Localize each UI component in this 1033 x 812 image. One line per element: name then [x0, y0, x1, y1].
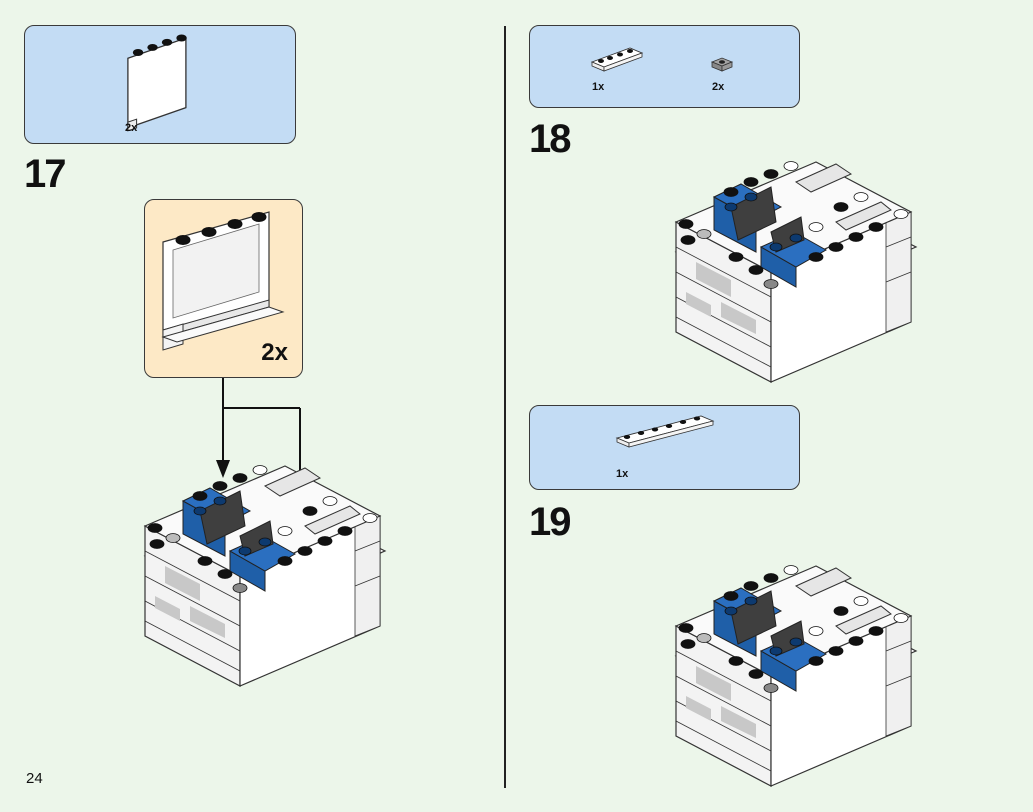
- white-plate-1x4-icon: [590, 47, 644, 72]
- part-qty: 2x: [712, 81, 725, 93]
- callout-qty: 2x: [261, 339, 288, 366]
- part-qty: 1x: [616, 468, 629, 480]
- page-number: 24: [26, 770, 43, 787]
- model-step-18: [675, 160, 917, 383]
- step-number-17: 17: [24, 152, 66, 196]
- part-qty: 1x: [592, 81, 605, 93]
- callout-box-step-17: 2x: [144, 199, 303, 378]
- grey-tile-icon: [710, 57, 734, 72]
- panel-detail-icon: [161, 211, 285, 351]
- part-qty: 2x: [125, 122, 138, 134]
- step-number-19: 19: [529, 500, 571, 544]
- parts-box-step-18: 1x 2x: [529, 25, 800, 108]
- model-step-19: [675, 564, 917, 787]
- page-divider: [504, 26, 506, 788]
- white-plate-1x6-icon: [615, 415, 715, 448]
- parts-box-step-17: 2x: [24, 25, 296, 144]
- step-number-18: 18: [529, 117, 571, 161]
- parts-box-step-19: 1x: [529, 405, 800, 490]
- model-step-17: [144, 464, 386, 687]
- white-panel-icon: [127, 34, 187, 132]
